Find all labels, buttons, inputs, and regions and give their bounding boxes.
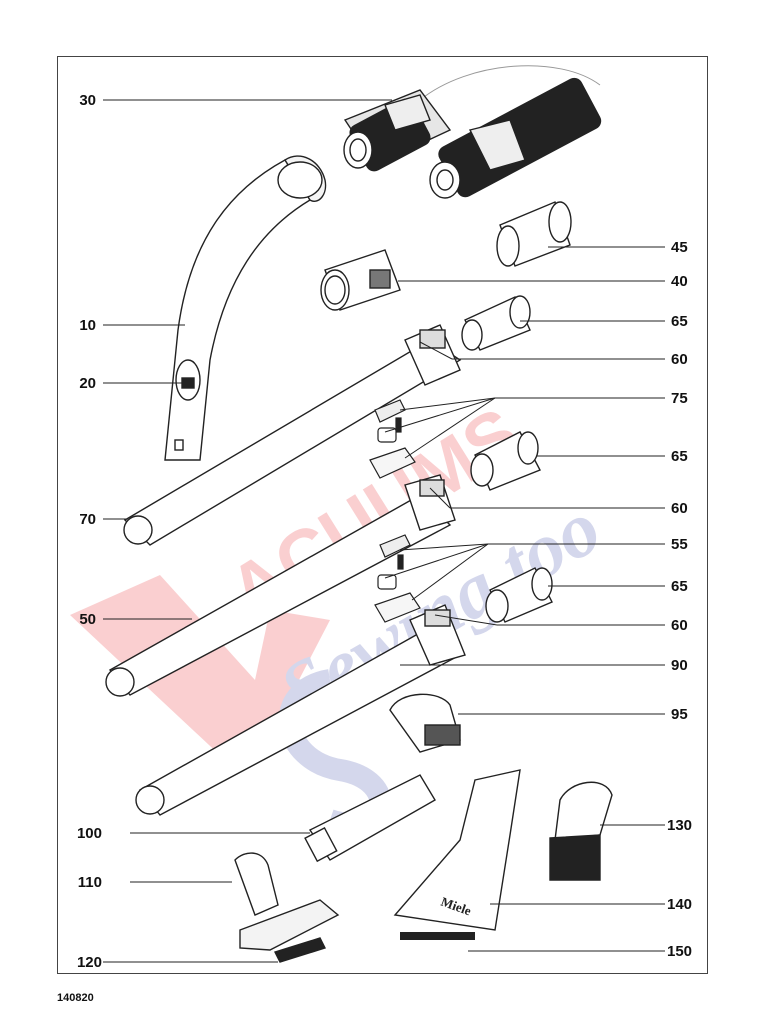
clip-parts-75 — [369, 399, 416, 479]
callout-140: 140 — [667, 896, 693, 913]
leader-lines — [103, 99, 665, 963]
nozzle-insert-150 — [400, 932, 475, 940]
upholstery-nozzle-110 — [234, 852, 340, 963]
callout-100: 100 — [76, 825, 102, 842]
callout-130: 130 — [667, 817, 693, 834]
callout-150: 150 — [667, 943, 693, 960]
callout-45: 45 — [671, 239, 688, 256]
sleeve-part-65b — [470, 431, 541, 491]
handle-part-10 — [164, 155, 327, 461]
callout-60-b: 60 — [671, 500, 688, 517]
connector-ring-40 — [320, 249, 401, 311]
hose-part-30 — [343, 65, 602, 199]
callout-65-a: 65 — [671, 313, 688, 330]
callout-60-c: 60 — [671, 617, 688, 634]
crevice-tool-100 — [304, 774, 436, 863]
callout-60-a: 60 — [671, 351, 688, 368]
sleeve-part-65c — [485, 567, 553, 623]
callout-65-c: 65 — [671, 578, 688, 595]
callout-65-b: 65 — [671, 448, 688, 465]
dusting-brush-130 — [549, 781, 613, 881]
callout-70: 70 — [79, 511, 96, 528]
callout-50: 50 — [79, 611, 96, 628]
callout-40: 40 — [671, 273, 688, 290]
wand-part-70 — [123, 324, 462, 546]
callout-90: 90 — [671, 657, 688, 674]
connector-tube-45 — [496, 201, 572, 267]
sleeve-part-65a — [461, 295, 531, 351]
callout-55: 55 — [671, 536, 688, 553]
diagram-frame — [57, 56, 708, 974]
wand-clip-95 — [389, 693, 461, 753]
callout-75: 75 — [671, 390, 688, 407]
wide-nozzle-140: Miele — [393, 769, 521, 931]
catalog-number: 140820 — [57, 992, 94, 1004]
callout-10: 10 — [79, 317, 96, 334]
callout-20: 20 — [79, 375, 96, 392]
callout-120: 120 — [76, 954, 102, 971]
wand-part-50 — [105, 474, 456, 697]
callout-30: 30 — [79, 92, 96, 109]
wand-part-90 — [135, 604, 466, 816]
callout-95: 95 — [671, 706, 688, 723]
callout-110: 110 — [77, 874, 102, 891]
clip-parts-55 — [374, 534, 421, 623]
